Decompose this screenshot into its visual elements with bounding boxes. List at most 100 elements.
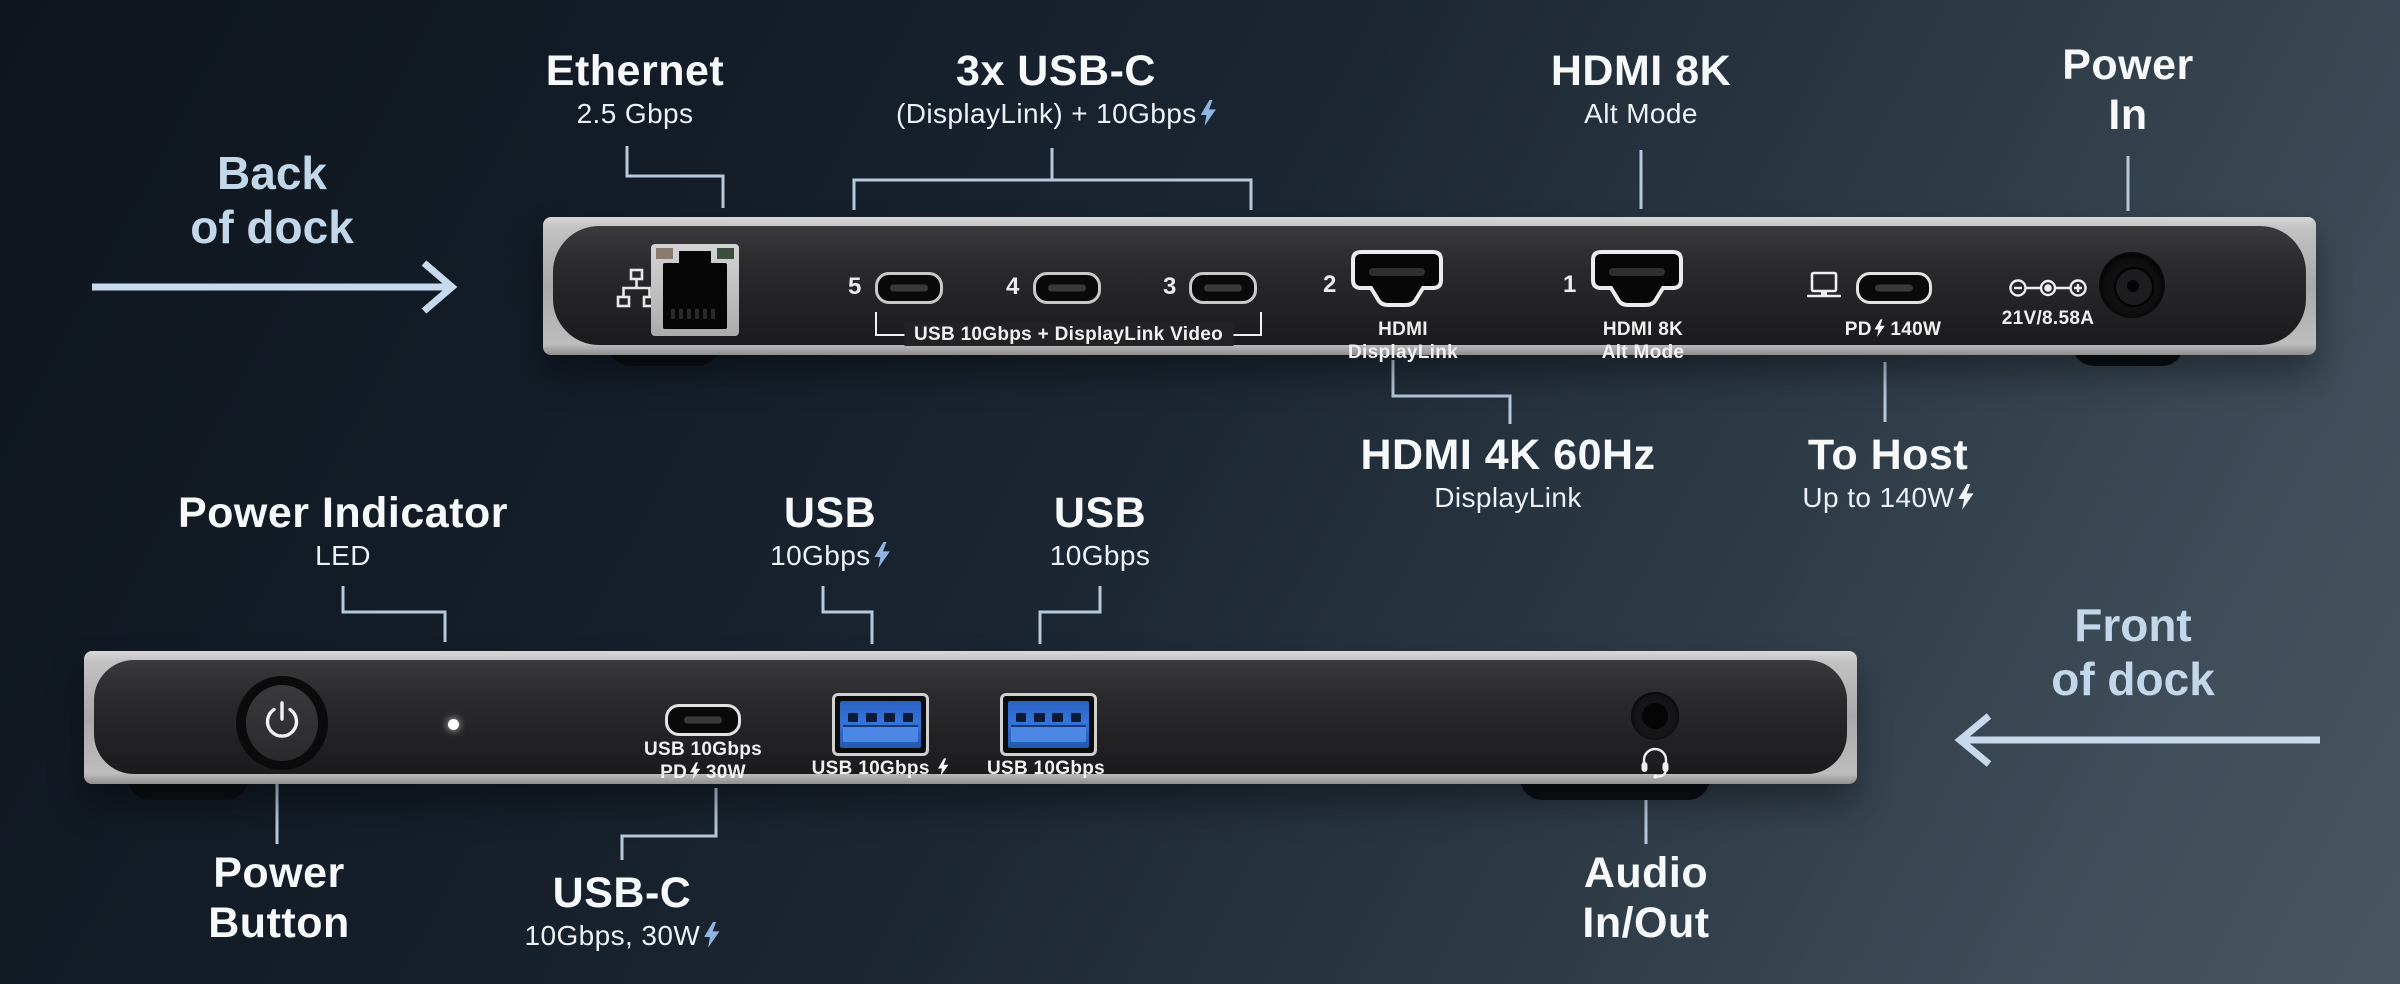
usbc-trio-bracket-label: USB 10Gbps + DisplayLink Video [903,323,1234,346]
ethernet-led-left [656,248,673,259]
usbc-trio-bracket: USB 10Gbps + DisplayLink Video [875,312,1262,346]
to-host-subtitle: Up to 140W [1802,480,1974,516]
power-in-jack [2101,254,2163,316]
ethernet-callout-line [625,146,725,208]
hdmi8k-subtitle: Alt Mode [1584,98,1698,129]
back-of-dock-label: Back of dock [190,146,354,254]
usb-a1-label: USB 10Gbps [812,757,949,780]
host-port-label: PD 140W [1844,319,1942,340]
power-in-line1: Power [2062,41,2194,89]
ethernet-port [651,244,739,336]
usbc-3x-title: 3x USB-C [956,47,1156,95]
usb-a1-title: USB [783,489,877,537]
power-button[interactable] [236,676,328,770]
usbc-front-callout: USB-C 10Gbps, 30W [525,868,720,954]
port-3-number: 3 [1163,273,1177,300]
power-icon [265,701,299,738]
hdmi8k-callout: HDMI 8K Alt Mode [1551,46,1731,132]
hdmi-1-number: 1 [1563,271,1577,298]
back-direction-line1: Back [217,147,327,199]
usbc-front-callout-line [620,788,718,860]
power-button-line1: Power [213,849,345,897]
lightning-bolt-icon [1874,319,1885,337]
dock-front-panel: USB 10Gbps PD 30W USB 10Gbps USB [84,651,1857,784]
usb-a1-subtitle: 10Gbps [770,538,890,574]
power-button-callout: Power Button [208,848,350,948]
usb-a2-callout: USB 10Gbps [1050,488,1150,574]
usb-a2-label: USB 10Gbps [986,758,1106,779]
usb-c-front-port[interactable] [665,704,741,736]
ethernet-title: Ethernet [545,47,725,95]
hdmi4k-title: HDMI 4K 60Hz [1360,431,1656,479]
usbc-front-subtitle: 10Gbps, 30W [525,918,720,954]
usb-a-tongue [843,725,918,742]
power-in-line2: In [2108,91,2148,139]
power-jack-pin [2127,280,2139,292]
usb-c-host-port [1856,272,1932,304]
audio-jack-hole [1642,703,1668,729]
to-host-callout: To Host Up to 140W [1802,430,1974,516]
hdmi4k-subtitle: DisplayLink [1434,482,1582,513]
usb-a1-callout: USB 10Gbps [770,488,890,574]
front-direction-line1: Front [2074,599,2192,651]
hdmi-port-2 [1351,250,1443,307]
dock-back-panel: 5 4 3 USB 10Gbps + DisplayLink Video 2 H… [543,217,2316,363]
usb-a-contacts [1016,713,1081,722]
usb-a-port-2[interactable] [1000,693,1097,756]
hdmi4k-callout-line [1391,360,1512,424]
dc-polarity-icon [2009,279,2087,297]
power-indicator-led [448,719,459,730]
lightning-bolt-icon [1200,100,1216,126]
usb-a-port-1[interactable] [832,693,929,756]
usb-a2-callout-line [1038,586,1102,644]
port-5-number: 5 [848,273,862,300]
hdmi4k-callout: HDMI 4K 60Hz DisplayLink [1360,430,1655,516]
power-indicator-callout: Power Indicator LED [178,488,508,574]
power-button-line2: Button [208,899,350,947]
usb-c-front-label: USB 10Gbps PD 30W [643,739,763,783]
hdmi8k-title: HDMI 8K [1550,47,1732,95]
headset-icon [1641,747,1669,779]
back-direction-line2: of dock [190,201,354,253]
power-button-cap [246,685,318,761]
lightning-bolt-icon [704,922,720,948]
front-of-dock-label: Front of dock [2051,598,2215,706]
dc-rating-label: 21V/8.58A [2001,308,2095,329]
power-indicator-title: Power Indicator [177,489,509,537]
power-in-callout: Power In [2062,40,2194,140]
usb-a-tongue [1011,725,1086,742]
audio-jack[interactable] [1631,692,1679,740]
lightning-bolt-icon [1958,484,1974,510]
usb-c-port-5 [875,272,943,304]
ethernet-callout: Ethernet 2.5 Gbps [546,46,724,132]
audio-callout: Audio In/Out [1582,848,1709,948]
power-indicator-callout-line [341,586,447,642]
usbc-3x-callout: 3x USB-C (DisplayLink) + 10Gbps [896,46,1216,132]
audio-line1: Audio [1583,849,1709,897]
front-arrow [1954,713,2320,767]
hdmi-2-number: 2 [1323,271,1337,298]
usb-a-connector [1008,701,1089,748]
ethernet-led-right [717,248,734,259]
front-direction-line2: of dock [2051,653,2215,705]
lightning-bolt-icon [874,542,890,568]
power-indicator-subtitle: LED [315,540,371,571]
laptop-icon [1807,271,1841,298]
usbc-front-title: USB-C [552,869,692,917]
usb-a2-title: USB [1053,489,1147,537]
usb-a2-subtitle: 10Gbps [1049,540,1151,571]
to-host-title: To Host [1807,431,1969,479]
lightning-bolt-icon [689,762,701,780]
usb-a-contacts [848,713,913,722]
usb-c-port-4 [1033,272,1101,304]
usbc-bracket-line [852,148,1253,210]
back-panel-face: 5 4 3 USB 10Gbps + DisplayLink Video 2 H… [553,226,2306,363]
usb-a-connector [840,701,921,748]
audio-line2: In/Out [1582,899,1710,947]
usb-a1-callout-line [821,586,874,644]
lightning-bolt-icon [937,758,949,776]
